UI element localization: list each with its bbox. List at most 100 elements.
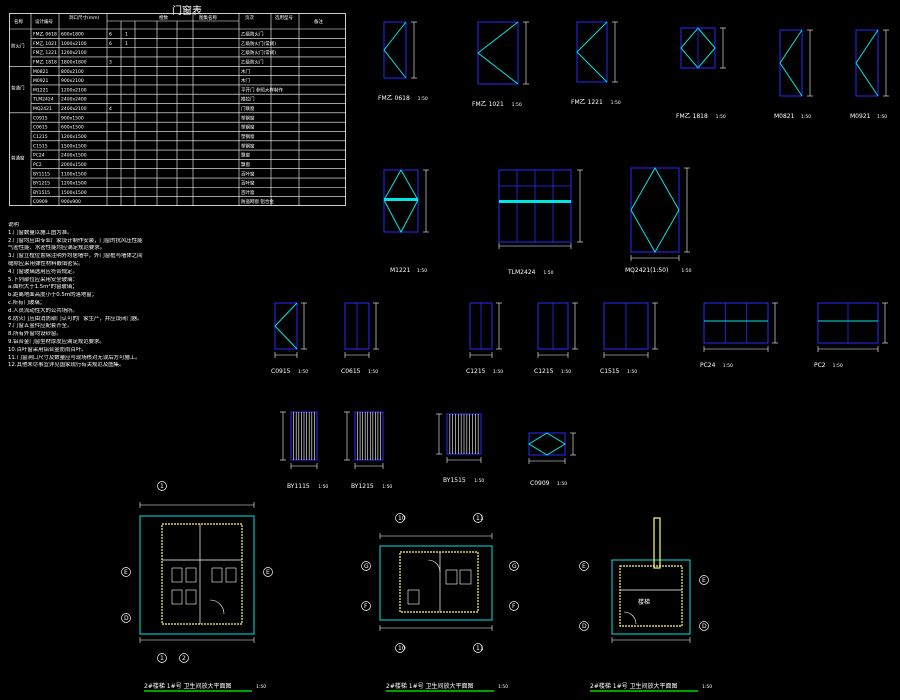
plan-fixture [211, 567, 223, 583]
elevation-scale: 1:50 [493, 369, 503, 375]
table-cell: 2400x1500 [61, 153, 87, 159]
table-cell: 900x2100 [61, 78, 84, 84]
elevation-scale: 1:50 [801, 114, 811, 120]
table-cell: 乙级防火门(常闭) [241, 49, 276, 56]
notes-title: 说明 [8, 222, 19, 228]
elevation-label: PC24 [700, 362, 716, 369]
table-cell: M1221 [33, 87, 48, 93]
axis-label: 2 [182, 655, 186, 662]
elevation-label: PC2 [814, 362, 826, 369]
plan-fixture [445, 569, 458, 585]
table-cell: 塑钢窗 [241, 133, 255, 140]
door-swing [477, 21, 519, 85]
elevation-label: C1215 [534, 368, 554, 375]
axis-bubble [509, 561, 519, 571]
table-group-label: 防火门 [11, 43, 25, 50]
plan-fixture [171, 567, 183, 583]
table-cell: C0915 [33, 115, 48, 121]
table-cell: M0821 [33, 69, 48, 75]
axis-label: G [512, 563, 517, 570]
table-cell: 百叶窗 [241, 189, 255, 196]
plan-door-swing [623, 611, 637, 625]
table-cell: BY1115 [33, 171, 50, 177]
plan-fixture [407, 589, 420, 605]
plan-outline [611, 559, 691, 635]
table-cell: 1000x2100 [61, 41, 87, 47]
table-cell: 防盗网窗 铝合金 [241, 198, 274, 205]
table-header-cell: 页次 [245, 14, 254, 21]
table-header-cell: 图集名称 [199, 14, 217, 21]
notes-line: c.所有门玻璃； [8, 299, 46, 306]
elevation-label: FM乙 1021 [472, 101, 504, 108]
axis-label: E [582, 563, 586, 570]
table-cell: C1515 [33, 143, 48, 149]
table-cell: 乙级防火门(常闭) [241, 40, 276, 47]
door-swing [576, 21, 608, 83]
table-cell: 2000x1500 [61, 162, 87, 168]
table-cell: FM乙 1021 [33, 40, 57, 47]
elevation-scale: 1:50 [627, 369, 637, 375]
plan-fixture [185, 567, 197, 583]
notes-line: 9.铝合金门窗型材厚度应满足规范要求。 [8, 338, 105, 345]
axis-label: 11 [476, 515, 484, 522]
notes-line: 1.门窗数量以施工图为准。 [8, 229, 73, 236]
table-header-cell: 樘数 [159, 14, 168, 21]
elevation-scale: 1:50 [877, 114, 887, 120]
plan-scale: 1:50 [498, 684, 508, 690]
elevation-scale: 1:50 [318, 484, 328, 490]
notes-line: 10.百叶窗采用铝合金防雨百叶。 [8, 346, 87, 353]
elevation-label: M0821 [774, 113, 795, 120]
axis-label: 10 [398, 645, 406, 652]
axis-label: F [364, 603, 368, 610]
table-cell: 平开门 参照大样制作 [241, 86, 283, 93]
table-cell: FM乙 0618 [33, 31, 57, 38]
axis-label: D [582, 623, 587, 630]
table-cell: 塑钢窗 [241, 114, 255, 121]
plan-wall [619, 565, 683, 627]
table-cell: 900x900 [61, 199, 81, 205]
louvre-frame [354, 411, 384, 461]
axis-label: D [124, 615, 129, 622]
axis-label: 1 [160, 483, 164, 490]
elevation-scale: 1:50 [368, 369, 378, 375]
table-border [9, 13, 346, 206]
plan-door-swing [427, 559, 441, 573]
axis-bubble [509, 601, 519, 611]
table-header-cell: 设计编号 [35, 18, 53, 25]
plan-fixture [171, 589, 183, 605]
elevation-label: FM乙 1221 [571, 99, 603, 106]
elevation-label: C1515 [600, 368, 620, 375]
axis-bubble [179, 653, 189, 663]
door-frame [779, 29, 803, 97]
table-cell: MQ2421 [33, 106, 52, 112]
table-cell: 2400x2400 [61, 97, 87, 103]
axis-bubble [157, 481, 167, 491]
axis-bubble [395, 643, 405, 653]
door-transom [384, 198, 418, 201]
table-cell: 塑钢窗 [241, 142, 255, 149]
table-group-label: 普通窗 [11, 154, 25, 161]
table-cell: TLM2424 [32, 97, 54, 103]
elevation-label: FM乙 1818 [676, 113, 708, 120]
window-frame [528, 432, 566, 456]
plan-fixture [185, 589, 197, 605]
axis-label: 1 [160, 655, 164, 662]
table-cell: 乙级防火门 [241, 58, 264, 65]
plan-wall [161, 523, 243, 625]
notes-line: 8.所有外窗均设纱窗。 [8, 331, 62, 338]
axis-label: F [512, 603, 516, 610]
design-notes: 说明 1.门窗数量以施工图为准。2.门窗均应由专业厂家设计制作安装，门窗的抗风压… [8, 222, 198, 370]
window-swing [274, 302, 298, 350]
axis-label: G [364, 563, 369, 570]
table-cell: 6 [109, 41, 112, 47]
plan-fixture [459, 569, 472, 585]
axis-bubble [157, 653, 167, 663]
elevation-label: BY1515 [443, 477, 466, 484]
axis-bubble [361, 601, 371, 611]
table-cell: 木门 [241, 68, 250, 75]
table-cell: 800x2100 [61, 69, 84, 75]
elevation-scale: 1:50 [543, 270, 553, 276]
notes-line: b.距离地面高度小于0.5m的落地窗； [8, 292, 98, 299]
plan-title: 2#楼梯 1#号 卫生间放大平面图 [590, 682, 678, 690]
table-cell: 飘窗 [241, 161, 250, 168]
